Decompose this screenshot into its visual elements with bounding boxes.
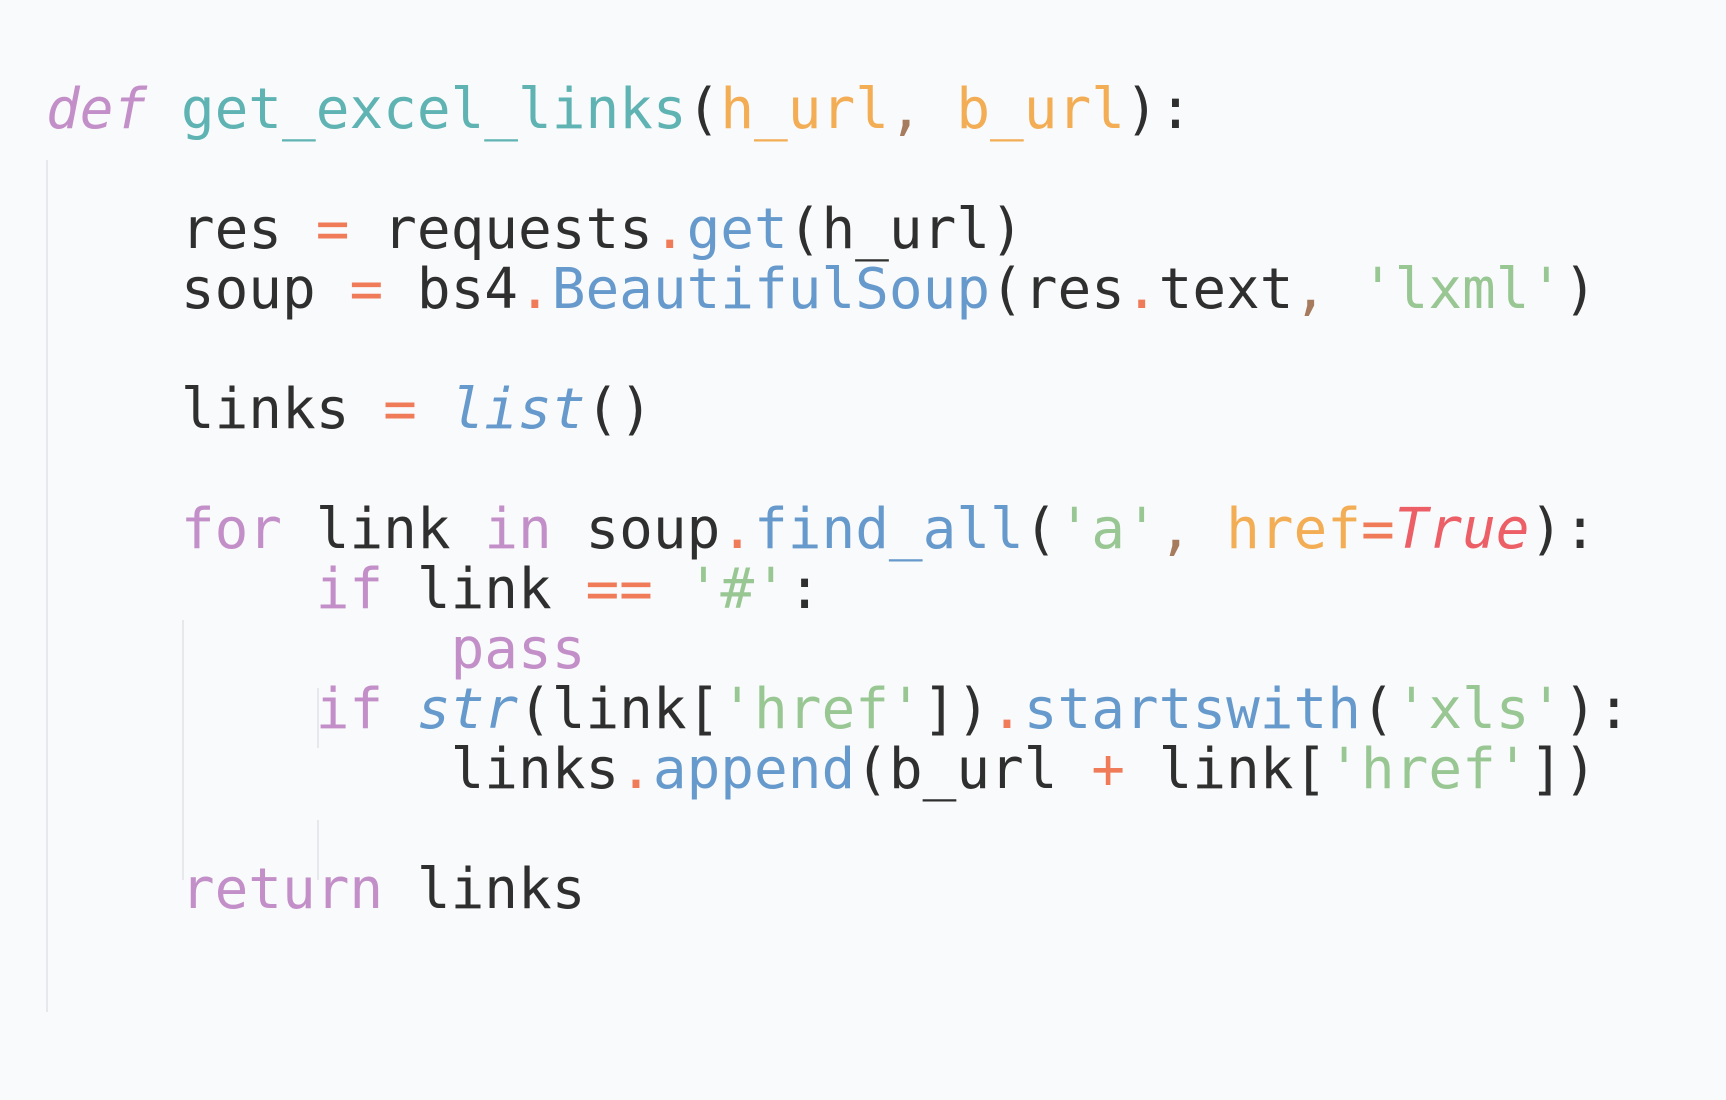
code-token: . — [652, 197, 687, 262]
code-token: links — [383, 857, 586, 922]
code-token: + — [1091, 737, 1125, 802]
code-line: def get_excel_links(h_url, b_url): — [46, 77, 1192, 143]
code-token: True — [1394, 497, 1530, 562]
code-token: 'href' — [1327, 737, 1530, 802]
code-token: 'lxml' — [1360, 257, 1564, 322]
code-token: b_url — [956, 77, 1125, 142]
code-token: find_all — [754, 497, 1024, 562]
code-token: pass — [450, 617, 586, 682]
code-token: . — [720, 497, 755, 562]
code-token: , — [888, 77, 923, 142]
code-token: links — [46, 737, 620, 802]
code-token: soup — [551, 497, 721, 562]
code-token: = — [1360, 497, 1395, 562]
indent-guide — [317, 688, 319, 748]
indent-guide — [317, 820, 319, 880]
code-token: . — [990, 677, 1024, 742]
code-line: if link == '#': — [46, 557, 822, 623]
code-token — [46, 557, 316, 622]
code-token — [46, 617, 451, 682]
code-line: if str(link['href']).startswith('xls'): — [46, 677, 1631, 743]
code-token: (link[ — [518, 677, 721, 742]
code-token: str — [416, 677, 519, 742]
code-token: == — [585, 557, 653, 622]
code-token: if — [315, 677, 384, 742]
code-token: list — [450, 377, 586, 442]
code-token — [1192, 497, 1226, 562]
code-token: ]) — [1529, 737, 1597, 802]
code-token — [147, 77, 181, 142]
code-token — [417, 377, 451, 442]
code-token — [1327, 257, 1361, 322]
code-token: () — [585, 377, 653, 442]
code-token: 'href' — [720, 677, 923, 742]
code-line: for link in soup.find_all('a', href=True… — [46, 497, 1597, 563]
code-token: = — [349, 257, 384, 322]
code-token: ): — [1563, 677, 1631, 742]
code-token: links — [46, 377, 384, 442]
code-token: return — [180, 857, 384, 922]
code-token: ( — [686, 77, 721, 142]
code-token: (h_url) — [787, 197, 1024, 262]
indent-guide — [46, 160, 48, 1012]
code-token — [46, 497, 181, 562]
code-token: requests — [349, 197, 653, 262]
code-token — [46, 677, 316, 742]
code-token: text — [1158, 257, 1294, 322]
code-token: 'a' — [1057, 497, 1159, 562]
code-token: if — [315, 557, 384, 622]
code-token: '#' — [686, 557, 788, 622]
code-token: def — [46, 77, 148, 142]
code-token: = — [383, 377, 417, 442]
code-token: link — [383, 557, 586, 622]
code-token: , — [1293, 257, 1328, 322]
code-token: soup — [46, 257, 350, 322]
code-token: (res — [990, 257, 1125, 322]
code-token: BeautifulSoup — [551, 257, 991, 322]
code-line: pass — [46, 617, 586, 683]
code-token — [653, 557, 687, 622]
code-token: ( — [1023, 497, 1058, 562]
code-token: : — [787, 557, 822, 622]
code-token: res — [46, 197, 316, 262]
code-token: get — [686, 197, 788, 262]
code-token: for — [180, 497, 283, 562]
code-token: ): — [1529, 497, 1597, 562]
code-token: . — [518, 257, 552, 322]
code-token: ) — [1563, 257, 1597, 322]
code-line: res = requests.get(h_url) — [46, 197, 1024, 263]
code-token: append — [652, 737, 856, 802]
code-line: links = list() — [46, 377, 653, 443]
code-token: startswith — [1023, 677, 1361, 742]
code-token: h_url — [720, 77, 889, 142]
indent-guide — [182, 620, 184, 880]
code-token: get_excel_links — [180, 77, 687, 142]
code-token — [383, 677, 417, 742]
code-token: (b_url — [855, 737, 1092, 802]
code-token: . — [619, 737, 653, 802]
code-token — [923, 77, 957, 142]
code-token: , — [1158, 497, 1193, 562]
code-token — [46, 857, 181, 922]
code-token: bs4 — [383, 257, 519, 322]
code-token: link — [282, 497, 485, 562]
code-token: 'xls' — [1394, 677, 1564, 742]
code-line: soup = bs4.BeautifulSoup(res.text, 'lxml… — [46, 257, 1597, 323]
code-token: ]) — [922, 677, 991, 742]
code-token: link[ — [1124, 737, 1328, 802]
code-token: in — [484, 497, 552, 562]
code-token: ): — [1124, 77, 1193, 142]
code-token: ( — [1360, 677, 1395, 742]
code-line: links.append(b_url + link['href']) — [46, 737, 1597, 803]
code-token: . — [1124, 257, 1159, 322]
code-line: return links — [46, 857, 586, 923]
code-token: = — [315, 197, 350, 262]
code-token: href — [1226, 497, 1361, 562]
